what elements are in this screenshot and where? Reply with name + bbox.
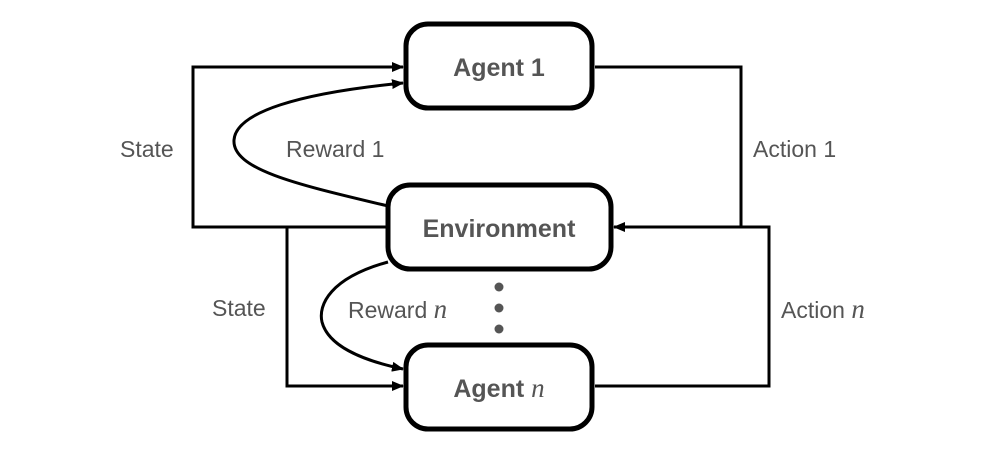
ellipsis-dot: [494, 303, 504, 313]
agent-n-node: Agent n: [403, 342, 595, 432]
environment-node: Environment: [385, 182, 614, 272]
state-1-label: State: [120, 136, 174, 162]
reward-1-arrow: [232, 79, 404, 208]
action-n-label: Action n: [781, 294, 865, 324]
reward-n-label: Reward n: [348, 294, 447, 324]
action-1-label: Action 1: [753, 136, 836, 162]
reward-n-label-italic: n: [434, 294, 448, 324]
agent-n-label-text: Agent: [453, 375, 531, 403]
reward-1-label: Reward 1: [286, 136, 384, 162]
environment-label: Environment: [423, 215, 576, 243]
state-1-arrow: [191, 62, 404, 229]
reward-n-arrow: [319, 260, 404, 372]
state-n-arrow: [285, 227, 404, 391]
agent-n-label: Agent n: [453, 373, 544, 403]
action-n-label-text: Action: [781, 297, 851, 323]
action-1-line: [595, 65, 743, 227]
state-n-label: State: [212, 295, 266, 321]
agent-n-label-italic: n: [531, 373, 545, 403]
ellipsis-dot: [494, 282, 504, 292]
action-n-arrow: [595, 222, 771, 388]
action-n-label-italic: n: [851, 294, 865, 324]
reward-n-label-text: Reward: [348, 297, 434, 323]
agent-1-node: Agent 1: [403, 21, 595, 111]
ellipsis-dot: [494, 324, 504, 334]
ellipsis-dots: [494, 282, 504, 334]
agent-1-label: Agent 1: [453, 54, 545, 82]
